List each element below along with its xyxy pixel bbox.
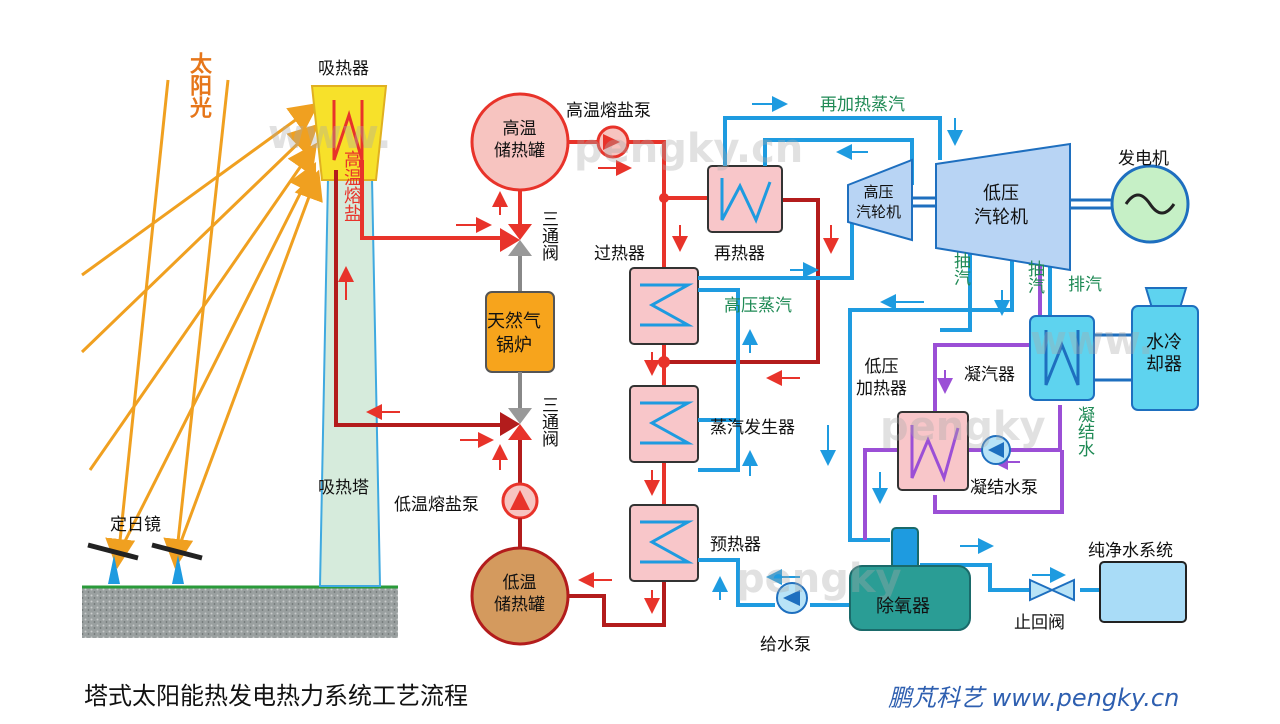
label-gas-boiler: 天然气 锅炉 (487, 311, 541, 356)
heliostat-2 (151, 542, 203, 584)
water-cooler (1131, 287, 1199, 411)
label-extraction-2: 抽汽 (1024, 260, 1044, 294)
label-condenser: 凝汽器 (964, 365, 1015, 385)
label-reheater: 再热器 (714, 244, 765, 264)
watermark: pengky.cn (574, 126, 804, 172)
watermark: www. (268, 112, 392, 158)
label-cold-salt-pump: 低温熔盐泵 (394, 495, 479, 515)
reheater-salt-return (664, 198, 820, 364)
preheater (629, 504, 699, 582)
sun-rays (80, 79, 323, 569)
superheater (629, 267, 699, 345)
label-condensate: 凝结水 (1074, 406, 1094, 457)
label-hot-salt-pump: 高温熔盐泵 (566, 101, 651, 121)
lp-turbine (935, 142, 1071, 272)
label-lp-heater: 低压 加热器 (856, 357, 907, 399)
steam-arrows (712, 96, 1066, 600)
steam-generator (629, 385, 699, 463)
label-three-way-valve-bottom: 三通阀 (538, 396, 558, 447)
watermark: pengky (880, 404, 1046, 450)
label-generator: 发电机 (1118, 149, 1169, 169)
cold-salt-line-receiver (334, 170, 500, 427)
three-way-valve-top (500, 224, 532, 256)
heliostat-1 (87, 542, 139, 584)
label-heliostat: 定日镜 (110, 515, 161, 535)
label-cold-tank: 低温 储热罐 (494, 573, 545, 615)
ground (82, 586, 398, 638)
label-three-way-valve-top: 三通阀 (538, 210, 558, 261)
deaerator (849, 527, 971, 631)
label-hot-salt-in-receiver: 高温熔盐 (341, 150, 362, 222)
label-exhaust: 排汽 (1068, 275, 1102, 295)
watermark: www. (1030, 318, 1154, 364)
hot-salt-line-to-hx (628, 140, 666, 268)
label-steam-generator: 蒸汽发生器 (710, 418, 795, 438)
label-pure-water: 纯净水系统 (1088, 541, 1173, 561)
label-preheater: 预热器 (710, 535, 761, 555)
label-hp-steam: 高压蒸汽 (724, 296, 792, 316)
receiver (310, 85, 388, 181)
label-hp-turbine: 高压 汽轮机 (856, 183, 902, 221)
hp-turbine (847, 158, 913, 242)
label-tower: 吸热塔 (318, 478, 369, 498)
label-superheater: 过热器 (594, 244, 645, 264)
label-deaerator: 除氧器 (876, 596, 930, 617)
hot-salt-line-receiver (360, 160, 500, 240)
brand-credit: 鹏芃科艺 www.pengky.cn (888, 684, 1180, 712)
label-extraction-1: 抽汽 (950, 252, 970, 286)
label-condensate-pump: 凝结水泵 (970, 478, 1038, 498)
label-lp-turbine: 低压 汽轮机 (974, 183, 1028, 228)
three-way-valve-bottom (500, 408, 532, 440)
label-check-valve: 止回阀 (1014, 613, 1065, 633)
label-feed-pump: 给水泵 (760, 635, 811, 655)
label-sunlight: 太阳光 (186, 52, 211, 118)
label-hot-tank: 高温 储热罐 (494, 119, 545, 161)
diagram-title: 塔式太阳能热发电热力系统工艺流程 (84, 682, 468, 710)
label-receiver: 吸热器 (318, 59, 369, 79)
check-valve (1029, 578, 1075, 602)
label-water-cooler: 水冷 却器 (1146, 332, 1182, 375)
label-reheat-steam: 再加热蒸汽 (820, 95, 905, 115)
pure-water-system (1099, 561, 1187, 623)
watermark: pengky (736, 556, 902, 602)
